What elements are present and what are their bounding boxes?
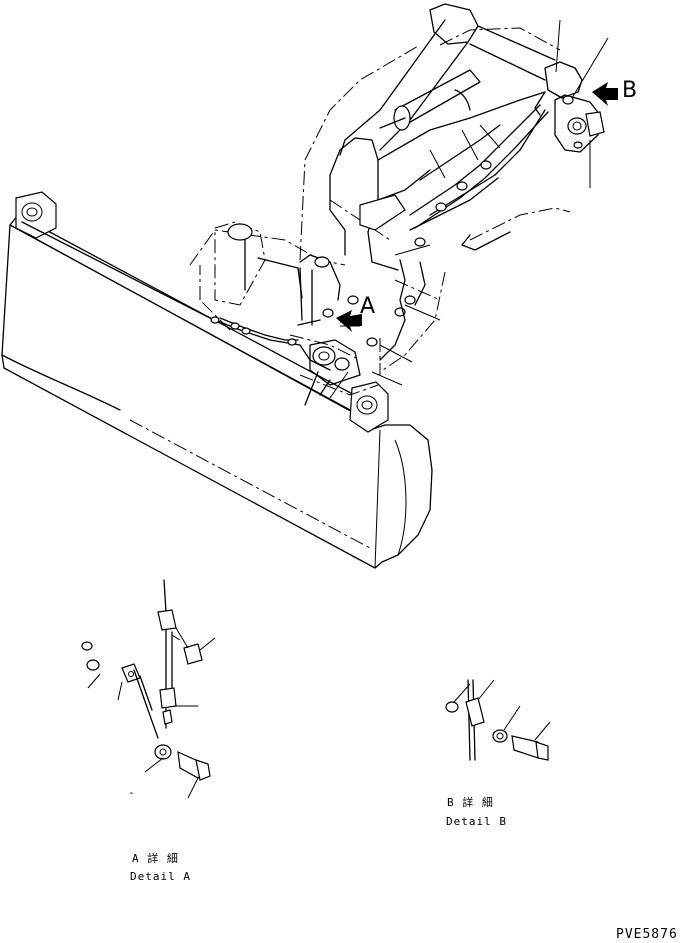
detail-b-drawing (445, 679, 551, 761)
view-a-arrow (336, 310, 362, 332)
drawing-code: PVE5876 (616, 927, 678, 942)
right-pivot-bracket (534, 61, 605, 153)
center-pivot-block (214, 221, 359, 326)
detail-a-title-en: Detail A (130, 870, 191, 883)
detail-b-title-jp: B 詳 細 (447, 796, 494, 809)
mast-body (329, 91, 546, 271)
detail-b-title-en: Detail B (446, 815, 507, 828)
callout-a: A (360, 294, 376, 319)
detail-a-title-jp: A 詳 細 (132, 852, 179, 865)
blade-right-trunnion (349, 381, 389, 433)
dozer-blade (1, 214, 433, 569)
tilt-cylinder-mount (299, 339, 379, 406)
view-b-arrow (592, 82, 618, 106)
callout-b: B (622, 78, 638, 103)
hydraulic-hoses (366, 104, 549, 375)
blade-hose-line (21, 221, 331, 371)
stray-mark: - (128, 786, 136, 799)
main-leader-lines (329, 19, 609, 399)
lift-cylinder (379, 69, 481, 131)
lift-frame (189, 27, 571, 361)
detail-a-drawing (81, 579, 216, 799)
arm-pivot-top (339, 3, 556, 156)
blade-left-trunnion (15, 191, 57, 239)
